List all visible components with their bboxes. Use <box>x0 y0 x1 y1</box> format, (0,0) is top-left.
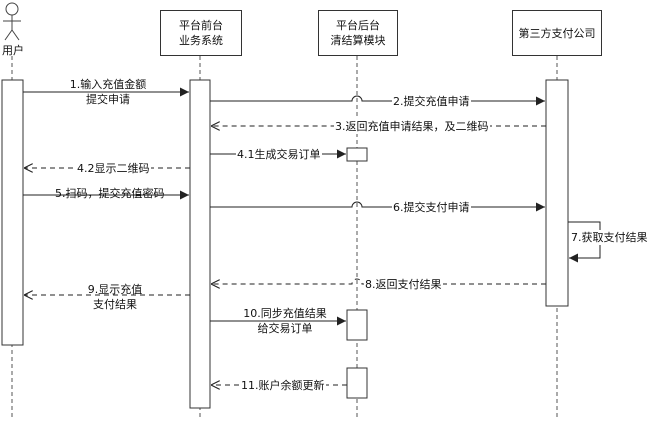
message-3-label-text: 3.返回充值申请结果，及二维码 <box>335 120 489 133</box>
message-1-label-line2: 提交申请 <box>86 93 130 106</box>
message-9-label-line2: 支付结果 <box>93 298 137 311</box>
message-5-label-text: 5.扫码，提交充值密码 <box>55 187 165 200</box>
message-7-label-text: 7.获取支付结果 <box>571 231 648 244</box>
third-party-activation-bar <box>545 79 569 307</box>
message-4-1-label: 4.1生成交易订单 <box>236 147 322 162</box>
message-8-label: 8.返回支付结果 <box>364 277 443 292</box>
message-10-label-line1: 10.同步充值结果 <box>243 307 327 320</box>
user-activation-bar <box>1 79 24 346</box>
backend-activation-bar-3 <box>346 367 368 399</box>
message-8-arrow <box>211 278 546 284</box>
participant-frontend-line2: 业务系统 <box>179 34 223 47</box>
message-4-2-label-text: 4.2显示二维码 <box>77 162 150 175</box>
message-1-label: 1.输入充值金额 提交申请 <box>66 77 150 107</box>
message-1-label-line1: 1.输入充值金额 <box>69 78 147 91</box>
participant-backend: 平台后台 清结算模块 <box>318 10 398 56</box>
participant-frontend: 平台前台 业务系统 <box>160 10 242 56</box>
message-10-label-line2: 给交易订单 <box>257 322 313 335</box>
message-6-label: 6.提交支付申请 <box>392 200 471 215</box>
participant-third-party: 第三方支付公司 <box>512 10 602 56</box>
frontend-activation-bar <box>189 79 211 409</box>
message-2-label: 2.提交充值申请 <box>392 94 471 109</box>
message-10-label: 10.同步充值结果 给交易订单 <box>238 306 332 336</box>
backend-activation-bar-2 <box>346 309 368 341</box>
message-6-arrow <box>210 201 545 212</box>
participant-third-party-label: 第三方支付公司 <box>518 26 596 40</box>
participant-backend-line2: 清结算模块 <box>330 34 386 47</box>
message-11-label: 11.账户余额更新 <box>240 378 326 393</box>
user-actor-icon <box>3 2 21 41</box>
message-9-label-line1: 9.显示充值 <box>87 283 143 296</box>
message-9-label: 9.显示充值 支付结果 <box>74 282 156 312</box>
message-3-label: 3.返回充值申请结果，及二维码 <box>334 119 490 134</box>
message-4-2-label: 4.2显示二维码 <box>76 161 151 176</box>
message-11-label-text: 11.账户余额更新 <box>241 379 325 392</box>
message-7-label: 7.获取支付结果 <box>570 230 649 245</box>
participant-frontend-line1: 平台前台 <box>179 19 223 32</box>
message-2-label-text: 2.提交充值申请 <box>393 95 470 108</box>
message-4-1-label-text: 4.1生成交易订单 <box>237 148 321 161</box>
backend-activation-bar-1 <box>346 147 368 162</box>
message-6-label-text: 6.提交支付申请 <box>393 201 470 214</box>
message-2-arrow <box>210 95 545 106</box>
participant-user-label: 用户 <box>2 44 24 57</box>
participant-backend-line1: 平台后台 <box>336 19 380 32</box>
message-8-label-text: 8.返回支付结果 <box>365 278 442 291</box>
message-5-label: 5.扫码，提交充值密码 <box>54 186 166 201</box>
